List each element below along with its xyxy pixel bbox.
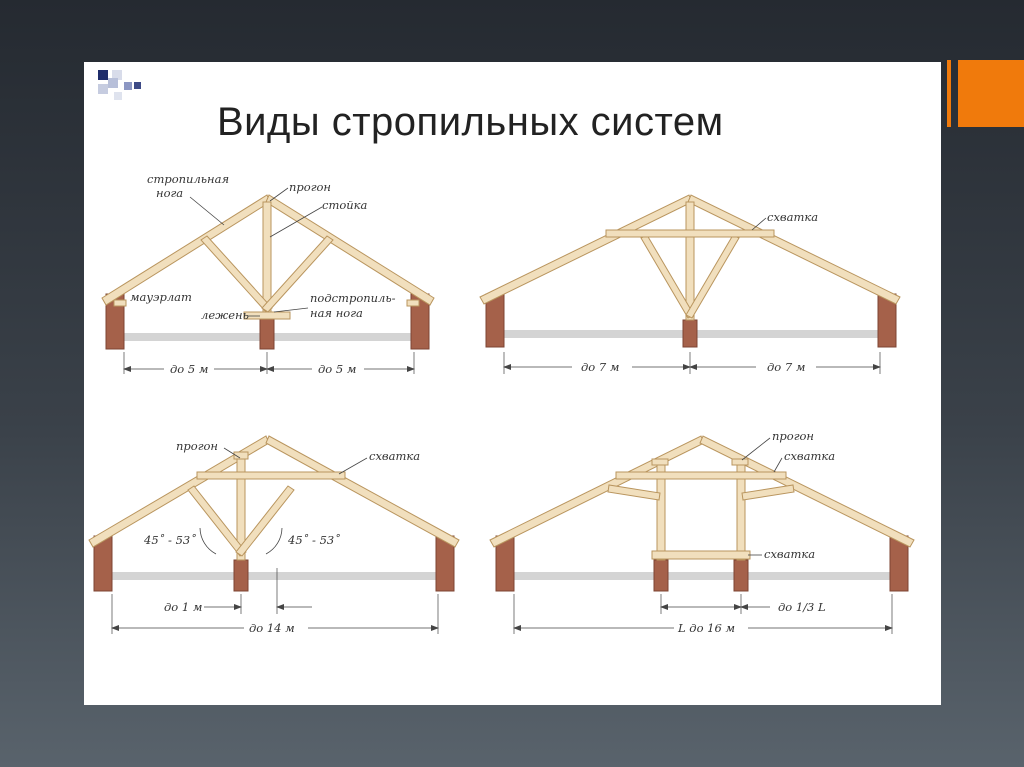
dim-d4-span: L до 16 м: [677, 621, 735, 635]
collar-tie-low: [651, 550, 751, 560]
label-purlin: прогон: [176, 439, 218, 453]
label-strut-1: подстропиль-: [310, 291, 396, 305]
strut-left: [200, 235, 273, 313]
diagram-1: стропильная нога прогон стойка мауэрлат …: [101, 172, 435, 376]
rafter-left: [479, 194, 693, 305]
strut-left: [607, 484, 661, 501]
dim-d2-left: до 7 м: [581, 360, 619, 374]
label-collar: схватка: [369, 449, 420, 463]
diagram-2: схватка до 7 м до 7 м: [479, 194, 901, 374]
dim-d3-span: до 14 м: [249, 621, 295, 635]
strut-right: [235, 485, 295, 557]
dim-d4-third: до 1/3 L: [778, 600, 826, 614]
svg-text:нога: нога: [156, 186, 183, 200]
label-strut-2: ная нога: [310, 306, 363, 320]
label-purlin: прогон: [772, 429, 814, 443]
label-collar-low: схватка: [764, 547, 815, 561]
label-rafter-1: стропильная: [147, 172, 229, 186]
label-collar: схватка: [767, 210, 818, 224]
label-collar: схватка: [784, 449, 835, 463]
post: [262, 201, 272, 313]
sill-beam: [243, 311, 291, 320]
svg-text:ная нога: ная нога: [310, 306, 363, 320]
diagram-4: прогон схватка схватка до 1/3 L L до 16 …: [489, 429, 915, 635]
slide: Виды стропильных систем: [84, 62, 941, 705]
dim-d3-post: до 1 м: [164, 600, 202, 614]
floor-beam: [110, 572, 440, 580]
svg-text:стропильная: стропильная: [147, 172, 229, 186]
label-purlin: прогон: [289, 180, 331, 194]
collar-tie: [196, 471, 346, 480]
floor-beam: [512, 572, 892, 580]
corner-decoration: [98, 70, 141, 100]
rafter-right: [699, 435, 915, 548]
inner-wall: [233, 559, 249, 592]
rafter-right: [265, 435, 460, 548]
collar-tie-top: [615, 471, 787, 480]
inner-wall: [682, 319, 698, 348]
collar-tie: [605, 229, 775, 238]
label-rafter-2: нога: [156, 186, 183, 200]
rafter-diagrams: стропильная нога прогон стойка мауэрлат …: [88, 172, 915, 635]
purlin-right: [731, 458, 749, 466]
label-wall-plate: мауэрлат: [130, 290, 192, 304]
purlin: [233, 451, 249, 460]
inner-wall-right: [733, 559, 749, 592]
accent-block: [958, 60, 1024, 127]
dim-d2-right: до 7 м: [767, 360, 805, 374]
strut-right: [741, 484, 795, 501]
slide-title: Виды стропильных систем: [217, 100, 724, 144]
label-sill: лежень: [201, 308, 249, 322]
purlin-left: [651, 458, 669, 466]
inner-wall: [259, 317, 275, 350]
label-angle-left: 45˚ - 53˚: [143, 533, 196, 547]
accent-line: [947, 60, 951, 127]
rafter-left: [489, 435, 705, 548]
strut-right: [261, 235, 334, 313]
label-post: стойка: [322, 198, 368, 212]
dim-d1-left: до 5 м: [170, 362, 208, 376]
label-angle-right: 45˚ - 53˚: [287, 533, 340, 547]
post: [685, 201, 695, 321]
diagram-3: 45˚ - 53˚ 45˚ - 53˚ прогон схватка до 1 …: [88, 435, 460, 635]
dim-d1-right: до 5 м: [318, 362, 356, 376]
wall-plate-left: [113, 299, 127, 307]
inner-wall-left: [653, 559, 669, 592]
svg-text:подстропиль-: подстропиль-: [310, 291, 396, 305]
wall-plate-right: [406, 299, 420, 307]
